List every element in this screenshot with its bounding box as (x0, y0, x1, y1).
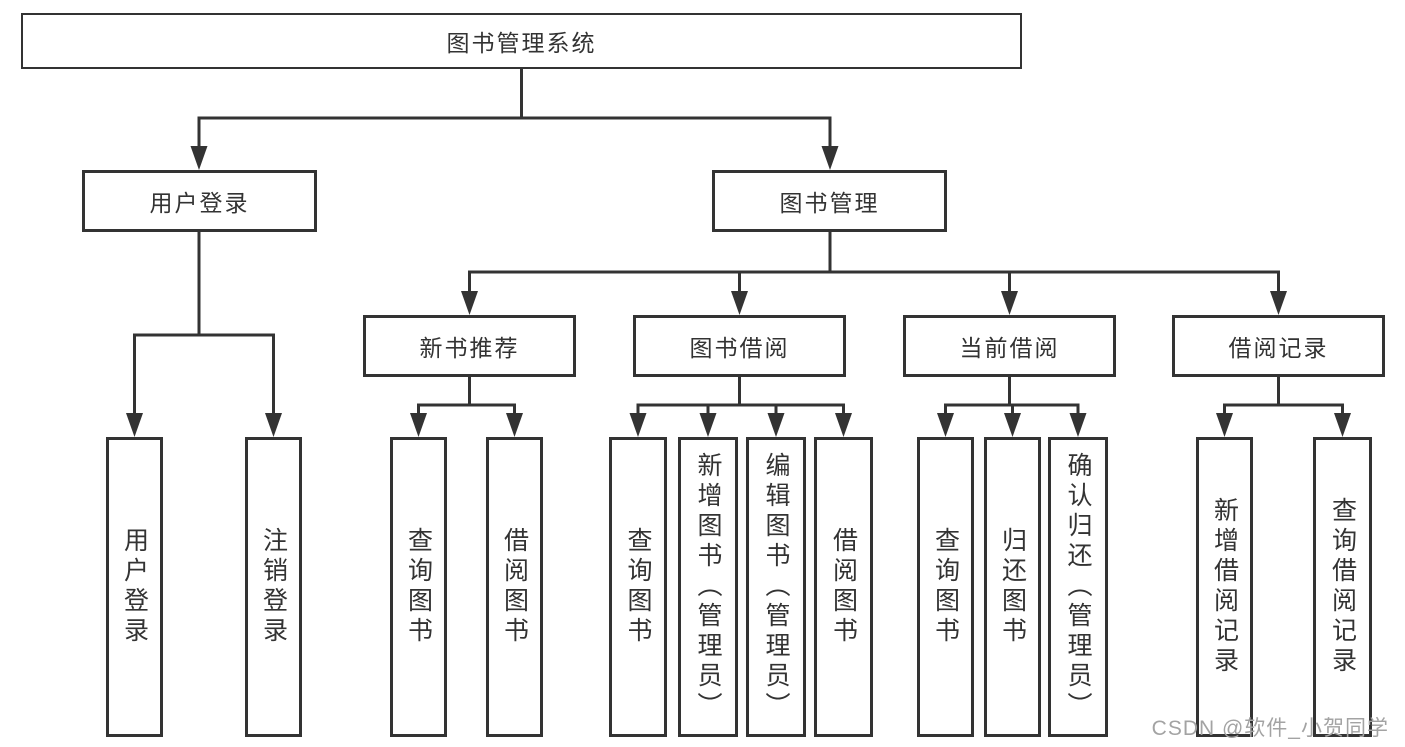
node-current-borrow: 当前借阅 (903, 315, 1116, 377)
leaf-confirm-return-admin: 确认归还（管理员） (1048, 437, 1108, 737)
node-label: 归还图书 (998, 527, 1027, 647)
node-new-book-recommend: 新书推荐 (363, 315, 576, 377)
node-label: 查询图书 (404, 527, 433, 647)
node-book-management: 图书管理 (712, 170, 947, 232)
leaf-add-book-admin: 新增图书（管理员） (678, 437, 738, 737)
node-label: 借阅记录 (1228, 335, 1329, 361)
node-label: 注销登录 (259, 527, 288, 647)
node-label: 查询图书 (931, 527, 960, 647)
node-root-system: 图书管理系统 (21, 13, 1022, 69)
node-label: 查询借阅记录 (1328, 497, 1357, 677)
node-user-login: 用户登录 (82, 170, 317, 232)
node-label: 确认归还（管理员） (1064, 452, 1092, 722)
leaf-query-books-2: 查询图书 (609, 437, 667, 737)
leaf-query-books-3: 查询图书 (917, 437, 974, 737)
node-label: 新增借阅记录 (1210, 497, 1239, 677)
leaf-logout: 注销登录 (245, 437, 302, 737)
node-label: 用户登录 (149, 190, 250, 216)
leaf-borrow-books-1: 借阅图书 (486, 437, 543, 737)
node-label: 新增图书（管理员） (694, 452, 722, 722)
node-label: 用户登录 (120, 527, 149, 647)
node-book-borrow: 图书借阅 (633, 315, 846, 377)
node-label: 图书借阅 (689, 335, 790, 361)
leaf-query-books-1: 查询图书 (390, 437, 447, 737)
node-label: 新书推荐 (419, 335, 520, 361)
node-borrow-record: 借阅记录 (1172, 315, 1385, 377)
leaf-edit-book-admin: 编辑图书（管理员） (746, 437, 806, 737)
leaf-return-book: 归还图书 (984, 437, 1041, 737)
node-label: 当前借阅 (959, 335, 1060, 361)
leaf-add-borrow-record: 新增借阅记录 (1196, 437, 1253, 737)
node-label: 图书管理系统 (446, 30, 597, 56)
node-label: 图书管理 (779, 190, 880, 216)
node-label: 借阅图书 (829, 527, 858, 647)
node-label: 编辑图书（管理员） (762, 452, 790, 722)
leaf-borrow-books-2: 借阅图书 (814, 437, 873, 737)
node-label: 借阅图书 (500, 527, 529, 647)
leaf-user-login: 用户登录 (106, 437, 163, 737)
watermark: CSDN @软件_小贺同学 (1151, 717, 1389, 740)
leaf-query-borrow-record: 查询借阅记录 (1313, 437, 1372, 737)
node-label: 查询图书 (624, 527, 652, 647)
